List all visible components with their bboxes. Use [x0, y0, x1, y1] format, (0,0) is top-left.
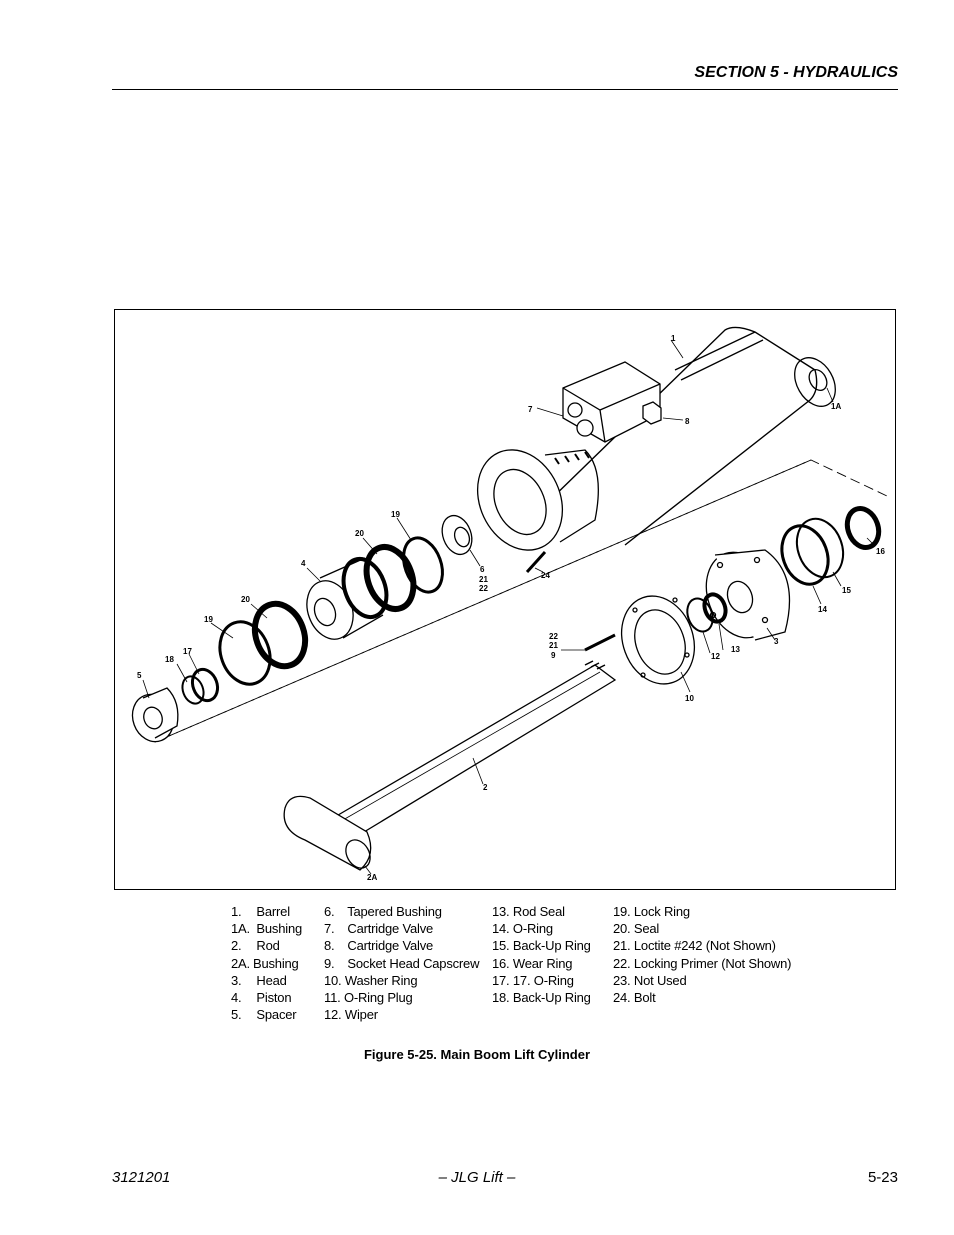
legend-item: 13. Rod Seal	[492, 904, 565, 919]
legend-item: 2. Rod	[231, 938, 280, 954]
callout-15: 15	[842, 586, 851, 595]
legend-column-1: 1. Barrel 1A. Bushing 2. Rod 2A.Bushing …	[231, 903, 302, 1023]
legend-item: 15. Back-Up Ring	[492, 938, 591, 954]
callout-18: 18	[165, 655, 174, 664]
callout-20-upper: 20	[355, 529, 364, 538]
legend-item: 8. Cartridge Valve	[324, 938, 434, 954]
legend-item: 12. Wiper	[324, 1007, 378, 1023]
legend-item: 19. Lock Ring	[613, 904, 690, 919]
callout-6: 6	[480, 565, 485, 574]
callout-1: 1	[671, 334, 676, 343]
legend-item: 5. Spacer	[231, 1007, 297, 1023]
callout-19-lower: 19	[204, 615, 213, 624]
legend-item: 10. Washer Ring	[324, 972, 418, 988]
callout-10: 10	[685, 694, 694, 703]
footer-center-text: – JLG Lift –	[438, 1169, 516, 1186]
legend-item: 16. Wear Ring	[492, 955, 573, 971]
callout-22-lower: 22	[549, 632, 558, 641]
section-title: SECTION 5 - HYDRAULICS	[694, 64, 898, 81]
callout-7: 7	[528, 405, 533, 414]
legend-item: 24. Bolt	[613, 990, 656, 1006]
legend-item: 3. Head	[231, 972, 287, 988]
callout-12: 12	[711, 652, 720, 661]
callout-1a: 1A	[831, 402, 841, 411]
legend-item: 14. O-Ring	[492, 921, 553, 937]
callout-13: 13	[731, 645, 740, 654]
callout-5: 5	[137, 671, 142, 680]
legend-item: 22. Locking Primer (Not Shown)	[613, 955, 792, 971]
legend-item: 17. 17. O-Ring	[492, 972, 574, 988]
page-number: 5-23	[867, 1169, 898, 1186]
callout-3: 3	[774, 637, 779, 646]
cylinder-illustration: 1 1A 7 8 19 20 6 21 22 24 4 20 19 17 18 …	[131, 326, 888, 882]
callout-20-lower: 20	[241, 595, 250, 604]
document-number: 3121201	[112, 1169, 171, 1186]
callout-9: 9	[551, 651, 556, 660]
callout-4: 4	[301, 559, 306, 568]
legend-column-4: 19. Lock Ring 20. Seal 21. Loctite #242 …	[613, 903, 791, 1006]
callout-24: 24	[541, 571, 550, 580]
exploded-view-figure: 1 1A 7 8 19 20 6 21 22 24 4 20 19 17 18 …	[114, 309, 896, 890]
legend-item: 2A.Bushing	[231, 955, 299, 971]
header-rule	[112, 89, 898, 90]
callout-21-lower: 21	[549, 641, 558, 650]
callout-19-upper: 19	[391, 510, 400, 519]
legend-item: 1. Barrel	[231, 904, 290, 919]
legend-item: 11. O-Ring Plug	[324, 990, 413, 1006]
callout-2: 2	[483, 783, 488, 792]
legend-item: 7. Cartridge Valve	[324, 921, 434, 937]
callout-16: 16	[876, 547, 885, 556]
callout-8: 8	[685, 417, 690, 426]
legend-item: 9. Socket Head Capscrew	[324, 955, 480, 971]
legend-item: 1A. Bushing	[231, 921, 303, 937]
callout-2a: 2A	[367, 873, 377, 882]
legend-column-2: 6. Tapered Bushing 7. Cartridge Valve 8.…	[324, 903, 479, 1023]
legend-item: 6. Tapered Bushing	[324, 904, 442, 919]
callout-21-upper: 21	[479, 575, 488, 584]
legend-item: 4. Piston	[231, 990, 292, 1006]
legend-item: 18. Back-Up Ring	[492, 990, 591, 1006]
callout-14: 14	[818, 605, 827, 614]
callout-22-upper: 22	[479, 584, 488, 593]
legend-item: 21. Loctite #242 (Not Shown)	[613, 938, 776, 954]
legend-column-3: 13. Rod Seal 14. O-Ring 15. Back-Up Ring…	[492, 903, 591, 1006]
legend-item: 23. Not Used	[613, 972, 687, 988]
figure-caption: Figure 5-25. Main Boom Lift Cylinder	[363, 1047, 591, 1062]
callout-17: 17	[183, 647, 192, 656]
legend-item: 20. Seal	[613, 921, 660, 937]
